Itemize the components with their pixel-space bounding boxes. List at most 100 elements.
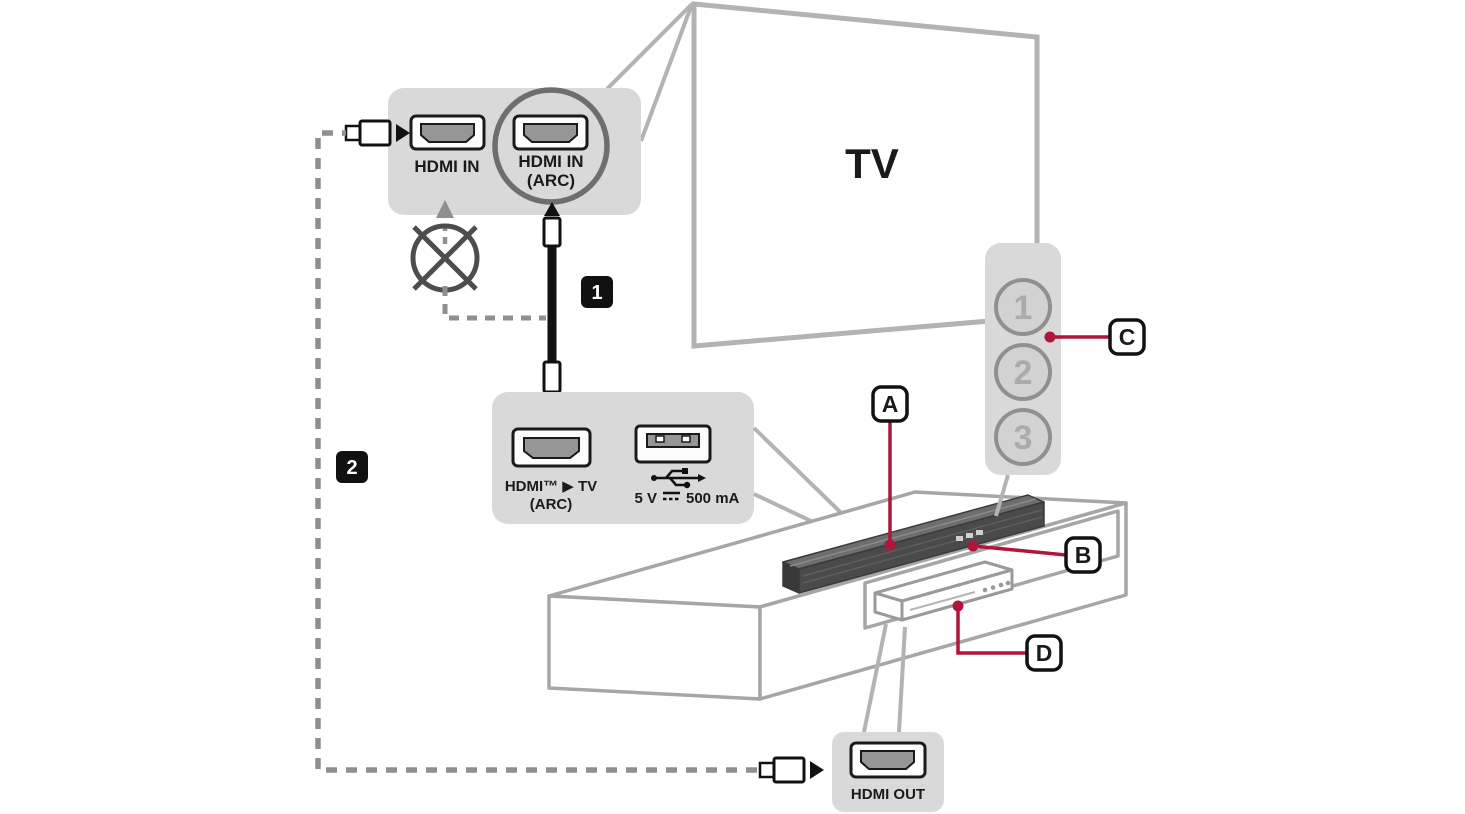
player-left-face: [873, 591, 904, 622]
callout-dot-a: [884, 539, 896, 551]
hdmi-in-label: HDMI IN: [414, 157, 479, 176]
hdmi-plug-bottom: [758, 756, 824, 784]
soundbar-grille-line: [802, 516, 1043, 584]
connector-top: [542, 216, 562, 248]
soundbar-connector: [966, 533, 973, 538]
rear-buttons-panel: 1 2 3: [985, 243, 1061, 517]
plug-body: [358, 119, 392, 147]
callout-c: C: [1044, 318, 1146, 356]
callout-b: B: [967, 536, 1102, 574]
soundbar-grille-line: [802, 509, 1043, 577]
soundbar-rear-panel: HDMI™ ▶ TV (ARC) 5 V 500 mA: [492, 392, 754, 524]
hdmi-out-label: HDMI OUT: [851, 786, 925, 803]
insert-arrow-icon: [810, 761, 824, 779]
soundbar-top-line: [789, 498, 1037, 567]
port-contact: [655, 435, 665, 443]
hdmi-arc-port-icon: [511, 427, 592, 468]
callout-dot-d: [952, 600, 964, 612]
port-inner: [523, 123, 578, 143]
hdmi-in-arc-port-icon: [512, 114, 589, 151]
stand-left-face: [547, 594, 762, 701]
usb-voltage-label: 5 V: [634, 490, 657, 507]
soundbar-connector: [956, 536, 963, 541]
usb-arrow-end: [698, 474, 706, 482]
hdmi-in-arc-label-line2: (ARC): [527, 171, 575, 190]
hdmi-out-port-icon: [849, 741, 927, 779]
callout-b-badge: [1064, 536, 1102, 574]
soundbar-left-face: [782, 561, 800, 594]
player-disc-slot: [909, 591, 976, 611]
hdmi-plug-left: [344, 119, 410, 147]
player-button: [982, 587, 988, 593]
hdmi-arc-label-line1: HDMI™ ▶ TV: [505, 478, 597, 495]
soundbar-connector: [976, 530, 983, 535]
wedge-line: [605, 2, 694, 91]
hdmi-in-port-icon: [409, 114, 486, 151]
step-1-label: 1: [591, 282, 602, 304]
wedge-line: [862, 623, 888, 733]
step-2-label: 2: [346, 457, 357, 479]
callout-d: D: [952, 600, 1063, 672]
usb-current-label: 500 mA: [686, 490, 740, 507]
player-zoom-wedge: [862, 623, 907, 733]
wedge-line: [897, 626, 907, 733]
callout-c-label: C: [1119, 324, 1136, 350]
step-2-badge: 2: [336, 451, 368, 483]
insert-arrow-icon: [396, 124, 410, 142]
usb-circle-end: [651, 475, 657, 481]
badge-background: [336, 451, 368, 483]
dashed-cable-2: [315, 130, 757, 773]
callout-d-label: D: [1036, 640, 1053, 666]
insert-arrow-icon: [544, 202, 560, 216]
callout-a: A: [871, 385, 909, 551]
hdmi-arc-label-line2: (ARC): [530, 496, 573, 513]
port-inner: [860, 750, 915, 770]
port-inner: [420, 123, 475, 143]
callout-c-badge: [1108, 318, 1146, 356]
tv-zoom-wedge: [605, 2, 694, 142]
button-3-circle: [994, 408, 1052, 466]
hdmi-cable-1: [542, 202, 562, 412]
button-1-circle: [994, 278, 1052, 336]
button-2-circle: [994, 343, 1052, 401]
callout-line-b: [972, 544, 1067, 557]
callout-dot-c: [1044, 331, 1056, 343]
cross-line: [412, 225, 478, 291]
dashed-elbow: [442, 286, 546, 321]
dc-symbol-icon: [663, 491, 680, 501]
button-3-label: 3: [1014, 419, 1033, 457]
callout-b-label: B: [1075, 542, 1092, 568]
plug-body: [772, 756, 806, 784]
callout-a-label: A: [882, 391, 899, 417]
port-inner: [646, 433, 700, 448]
prohibition-icon: [410, 200, 546, 321]
callout-dot-b: [967, 540, 979, 552]
dashed-arrow-head: [436, 200, 454, 218]
button-2-label: 2: [1014, 354, 1033, 392]
callout-d-badge: [1025, 634, 1063, 672]
player-button: [990, 585, 996, 590]
callout-line-d: [956, 606, 1027, 655]
usb-icon: [651, 468, 706, 489]
soundbar: [782, 494, 1045, 594]
player-button: [998, 582, 1004, 588]
usb-dot-end: [683, 481, 691, 489]
usb-branch-up: [665, 469, 682, 479]
callout-a-badge: [871, 385, 909, 423]
panel-link-line: [994, 474, 1010, 517]
hdmi-in-arc-label-line1: HDMI IN: [518, 152, 583, 171]
player-button: [1005, 580, 1011, 586]
hdmi-out-panel: HDMI OUT: [832, 732, 944, 812]
port-inner: [523, 437, 580, 459]
tv-ports-panel: HDMI IN HDMI IN (ARC): [388, 87, 641, 215]
wedge-line: [639, 3, 694, 142]
badge-background: [581, 276, 613, 308]
media-player: [873, 560, 1014, 622]
tv-label: TV: [845, 140, 899, 187]
usb-square-end: [682, 468, 688, 474]
step-1-badge: 1: [581, 276, 613, 308]
usb-port-icon: [634, 424, 712, 464]
arc-highlight-circle: [492, 87, 610, 205]
port-contact: [681, 435, 691, 443]
